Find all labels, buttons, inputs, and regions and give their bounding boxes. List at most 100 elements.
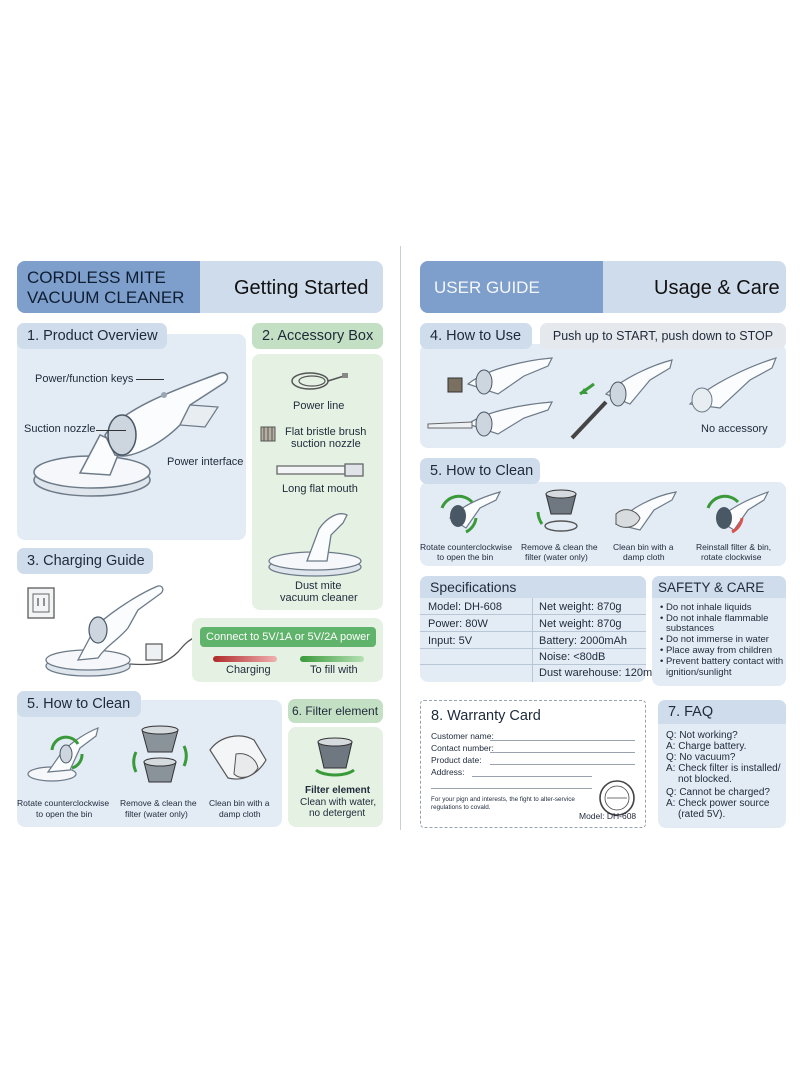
left-clean-step1-b: to open the bin [36,809,93,819]
charging-indicator-bar [213,656,277,662]
to-fill-label: To fill with [310,664,358,676]
warranty-note-2: regulations to covald. [431,804,491,811]
filter-line1: Clean with water, [300,797,377,808]
right-clean-heading: 5. How to Clean [420,458,540,484]
faq-line: A: Check power source [666,798,770,809]
right-title: USER GUIDE [434,278,540,297]
dust-mite-vacuum-icon [268,513,362,577]
specs-column-divider [532,598,533,682]
use-illustration-long-mouth [570,359,673,440]
right-clean-step2-filter-icon [536,489,578,532]
safety-item: • Do not inhale liquids [660,602,752,613]
use-illustration-no-accessory [688,357,778,413]
safety-item: • Place away from children [660,645,773,656]
right-clean-step4-icon [706,490,770,534]
use-heading: 4. How to Use [420,323,532,349]
spec-input: Input: 5V [428,635,473,647]
connect-banner: Connect to 5V/1A or 5V/2A power [200,627,376,647]
safety-item: • Do not inhale flammable [660,613,769,624]
left-clean-step3-cloth-icon [209,735,267,780]
faq-line: Q: Cannot be charged? [666,787,770,798]
specs-row-line [420,648,646,649]
specs-row-line [420,614,646,615]
faq-line: Q: Not working? [666,730,738,741]
fill-indicator-bar [300,656,364,662]
left-clean-step1-a: Rotate counterclockwise [17,798,110,808]
left-clean-step1-icon [27,727,99,782]
charging-heading: 3. Charging Guide [17,548,153,574]
right-clean-step4-a: Reinstall filter & bin, [696,542,772,552]
faq-line: not blocked. [678,774,732,785]
safety-item: substances [666,623,715,634]
filter-element-icon [315,737,355,777]
brush-nozzle-icon [260,426,276,442]
right-header-title-box [420,261,603,313]
overview-heading: 1. Product Overview [17,323,167,349]
left-clean-step2-a: Remove & clean the [120,798,197,808]
spec-noise: Noise: <80dB [539,651,606,663]
left-title-line1: CORDLESS MITE [27,268,166,287]
accessory-long-flat: Long flat mouth [282,483,358,495]
leader-power-keys [136,379,164,380]
label-power-interface: Power interface [167,456,244,468]
filter-line2: no detergent [309,808,366,819]
warranty-field-line [431,788,592,789]
specs-heading: Specifications [420,576,646,598]
right-clean-step1-a: Rotate counterclockwise [420,542,513,552]
page-divider [400,246,401,830]
right-section-title: Usage & Care [654,277,780,299]
warranty-stamp-icon [599,780,635,816]
safety-item: ignition/sunlight [666,667,732,678]
warranty-field: Product date: [431,755,482,765]
power-line-icon [291,372,348,390]
safety-item: • Do not immerse in water [660,634,769,645]
long-flat-mouth-icon [276,463,364,477]
faq-line: (rated 5V). [678,809,726,820]
spec-power: Power: 80W [428,618,488,630]
safety-item: • Prevent battery contact with [660,656,784,667]
left-clean-heading: 5. How to Clean [17,691,141,717]
left-clean-step2-b: filter (water only) [125,809,188,819]
filter-title: Filter element [305,785,371,796]
warranty-heading: 8. Warranty Card [431,708,541,724]
no-accessory-label: No accessory [701,423,768,435]
warranty-field: Contact number: [431,743,494,753]
right-clean-step2-b: filter (water only) [525,552,588,562]
right-clean-step3-b: damp cloth [623,552,665,562]
left-clean-step2-filter-icon [132,725,188,783]
left-clean-step3-a: Clean bin with a [209,798,270,808]
faq-heading: 7. FAQ [658,700,786,724]
warranty-field-line [490,740,635,741]
left-header-title-box [17,261,200,313]
leader-suction-nozzle [96,430,126,431]
filter-heading: 6. Filter element [288,699,383,723]
specs-row-line [420,631,646,632]
charging-label: Charging [226,664,271,676]
use-illustration-brush [427,357,554,437]
accessory-dust-mite-line1: Dust mite [295,580,342,592]
charging-illustration [27,585,214,677]
spec-dust-warehouse: Dust warehouse: 120ml [539,667,655,679]
faq-line: Q: No vacuum? [666,752,736,763]
label-power-keys: Power/function keys [35,373,134,385]
vacuum-bin [107,414,137,456]
warranty-field-line [490,764,635,765]
warranty-note-1: For your pign and interests, the fight t… [431,796,575,803]
right-clean-step3-cloth-icon [614,491,678,531]
warranty-field: Customer name: [431,731,494,741]
left-section-title: Getting Started [234,277,369,299]
warranty-field-line [490,752,635,753]
use-instruction: Push up to START, push down to STOP [540,323,786,349]
safety-heading: SAFETY & CARE [652,576,786,598]
wall-outlet-icon [27,587,55,619]
warranty-field: Address: [431,767,465,777]
right-clean-step1-b: to open the bin [437,552,494,562]
right-clean-step4-b: rotate clockwise [701,552,762,562]
right-clean-step2-a: Remove & clean the [521,542,598,552]
label-suction-nozzle: Suction nozzle [24,423,96,435]
specs-row-line [420,664,646,665]
vacuum-handle [179,404,220,428]
accessory-dust-mite-line2: vacuum cleaner [280,592,358,604]
right-clean-step3-a: Clean bin with a [613,542,674,552]
adapter-icon [145,643,163,661]
